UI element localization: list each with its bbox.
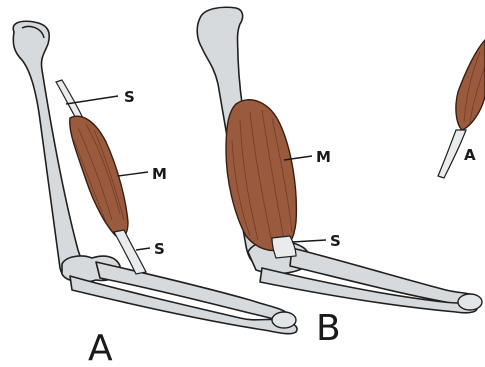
figure-a-leader-bottom xyxy=(136,248,150,250)
figure-a-label-bottom: S xyxy=(154,240,165,258)
figure-partial-label: A xyxy=(464,146,476,164)
figure-a-tendon-top xyxy=(56,80,84,122)
figure-a-leader-mid xyxy=(118,172,148,176)
figure-a-label-mid: M xyxy=(152,165,167,183)
figure-partial: A xyxy=(438,40,485,178)
figure-b-caption: B xyxy=(316,308,341,349)
figure-b-muscle xyxy=(226,100,296,251)
figure-b-label-mid: M xyxy=(316,148,331,166)
figure-b-wrist xyxy=(458,294,482,310)
figure-a-humerus xyxy=(13,21,83,279)
figure-a-muscle xyxy=(70,116,128,237)
figure-partial-tendon xyxy=(438,130,466,178)
figure-partial-muscle xyxy=(456,40,485,130)
figure-a-label-top: S xyxy=(124,88,135,106)
figure-a-wrist xyxy=(272,312,296,328)
figure-a-caption: A xyxy=(88,328,113,367)
figure-b-label-bottom: S xyxy=(330,232,341,250)
figure-b-leader-bottom xyxy=(292,240,326,242)
